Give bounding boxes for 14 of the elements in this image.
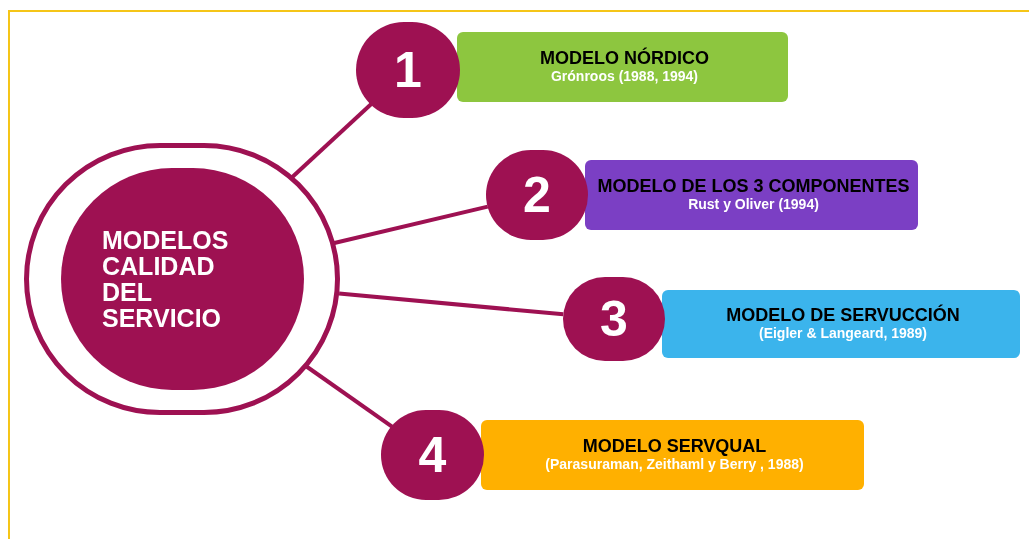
center-title: MODELOS CALIDAD DEL SERVICIO <box>102 227 230 331</box>
model-title: MODELO DE SERVUCCIÓN <box>726 306 960 325</box>
model-author: (Parasuraman, Zeithaml y Berry , 1988) <box>545 456 804 473</box>
model-author: Grónroos (1988, 1994) <box>550 68 699 85</box>
connector-line <box>338 291 564 317</box>
model-card <box>457 32 788 102</box>
model-author: Rust y Oliver (1994) <box>688 196 819 213</box>
model-title: MODELO DE LOS 3 COMPONENTES <box>597 177 910 196</box>
model-author: (Eigler & Langeard, 1989) <box>758 325 928 342</box>
model-title: MODELO NÓRDICO <box>540 49 709 68</box>
model-card <box>662 290 1020 358</box>
model-card <box>481 420 864 490</box>
model-card <box>585 160 918 230</box>
model-title: MODELO SERVQUAL <box>582 437 767 456</box>
